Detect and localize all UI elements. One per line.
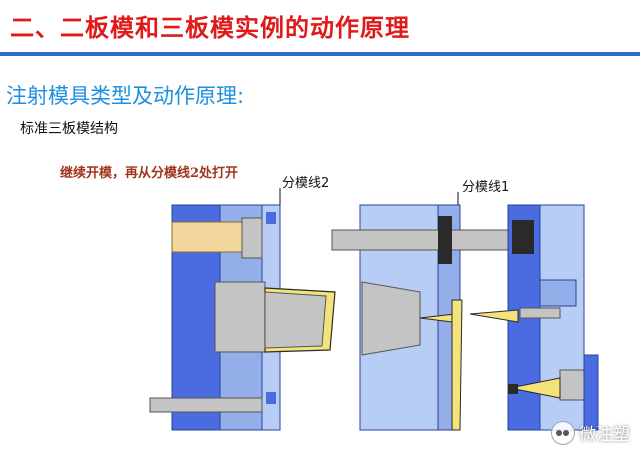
right-lower-cavity [559, 369, 589, 401]
right-lower-runner [509, 377, 561, 399]
left-guide-bushing [241, 217, 263, 259]
left-guide-pin-wood [171, 221, 243, 253]
watermark-text: 微注塑 [579, 425, 630, 445]
guide-pin-bushing [438, 216, 452, 264]
parting-line-2-label: 分模线2 [282, 176, 330, 191]
middle-mold-section [331, 192, 585, 431]
left-runner-core [264, 291, 327, 349]
left-sprue-bushing [214, 281, 266, 353]
wechat-icon [551, 420, 575, 445]
parting-line-1-label: 分模线1 [462, 180, 510, 195]
middle-cavity [361, 281, 421, 356]
left-ejector-rod [149, 397, 263, 413]
slide-title: 二、二板模和三板模实例的动作原理 [10, 14, 410, 42]
left-mold-section [149, 188, 336, 431]
right-ejector-block [539, 279, 577, 307]
slide-subtitle: 注射模具类型及动作原理: [6, 84, 245, 108]
right-edge-strip [583, 354, 599, 431]
diagram-caption: 标准三板模结构 [20, 121, 118, 137]
right-ejector-pin [519, 307, 561, 319]
opening-annotation: 继续开模，再从分模线2处打开 [60, 166, 239, 181]
right-mold-section [469, 204, 599, 431]
left-small-block-2 [266, 392, 276, 404]
right-lower-ring [508, 384, 518, 394]
middle-yellow-strip [451, 299, 463, 431]
title-divider [0, 52, 640, 56]
right-bushing-top [512, 220, 534, 254]
watermark: 微注塑 [551, 420, 630, 445]
right-sprue-puller [469, 309, 519, 323]
left-small-block [266, 212, 276, 224]
